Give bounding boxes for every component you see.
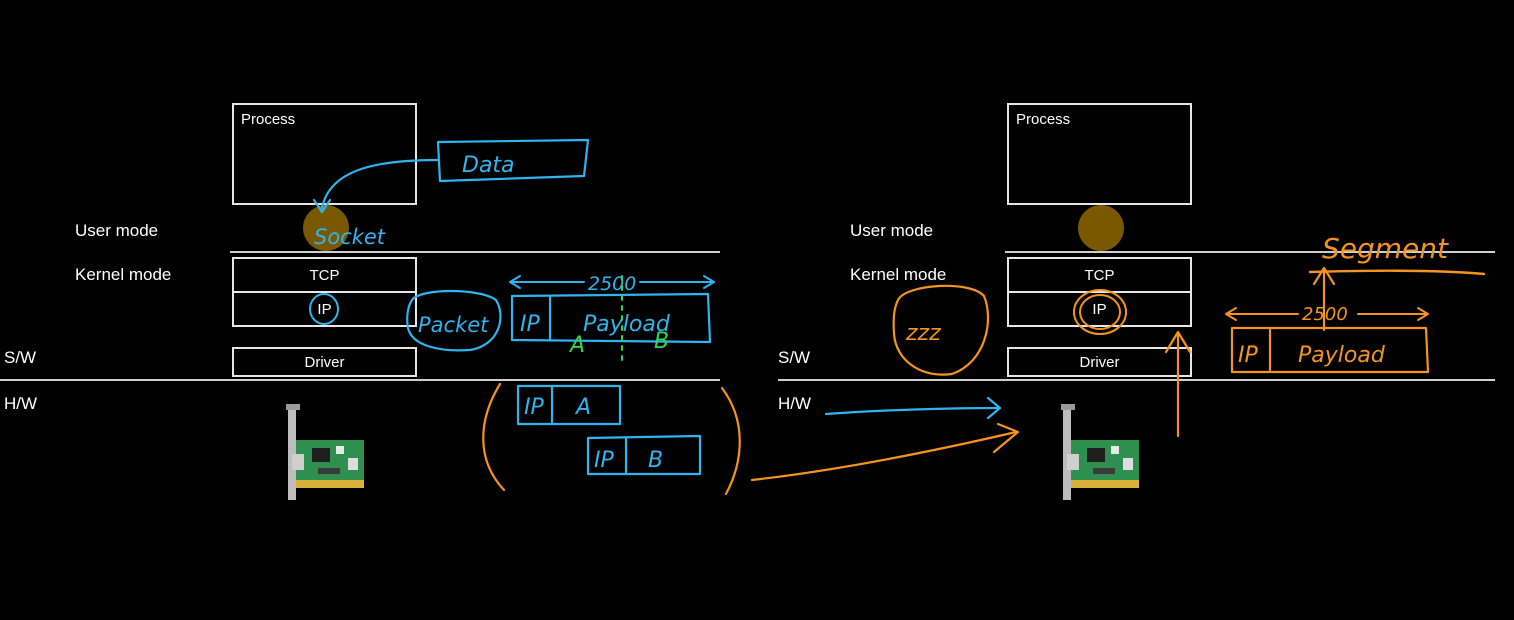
- process-box: Process: [232, 103, 417, 205]
- network-card-icon: [286, 404, 364, 500]
- fragment-b-label: B: [648, 448, 663, 473]
- sw-label-right: S/W: [778, 348, 811, 367]
- socket-dot: [303, 205, 349, 251]
- segment-text: Segment: [1322, 232, 1449, 265]
- tcp-label: TCP: [309, 266, 340, 284]
- sw-label: S/W: [4, 348, 37, 367]
- fragment-b-ip: IP: [594, 448, 614, 473]
- segment-payload-text: Payload: [1298, 343, 1386, 368]
- sleep-bubble: [892, 284, 990, 376]
- packet-text: Packet: [418, 313, 489, 337]
- segment-ip-text: IP: [1238, 343, 1258, 368]
- ip-circle-right-inner: [1079, 294, 1121, 330]
- ip-label-right: IP: [1092, 300, 1107, 318]
- fragment-a-label: A: [574, 395, 591, 420]
- size-text-right: 2500: [1302, 304, 1348, 325]
- data-text: Data: [462, 153, 515, 178]
- user-kernel-divider: [230, 251, 720, 253]
- kernel-mode-label-right: Kernel mode: [850, 265, 947, 284]
- ip-circle-right-outer: [1073, 289, 1127, 335]
- packet-ip-text: IP: [520, 312, 540, 337]
- packet-box: [510, 292, 712, 344]
- ip-box: IP: [232, 291, 417, 327]
- hw-arrow: [824, 406, 1000, 416]
- user-kernel-divider-right: [1005, 251, 1495, 253]
- driver-box-right: Driver: [1007, 347, 1192, 377]
- socket-dot-right: [1078, 205, 1124, 251]
- user-mode-label: User mode: [75, 221, 159, 240]
- socket-text: Socket: [314, 225, 386, 249]
- size-arrow-right: [1225, 307, 1429, 321]
- sleep-text: zzz: [905, 321, 941, 346]
- driver-label: Driver: [304, 353, 345, 371]
- hw-label-right: H/W: [778, 394, 812, 413]
- fragment-b-box: [586, 434, 702, 476]
- driver-box: Driver: [232, 347, 417, 377]
- driver-label-right: Driver: [1079, 353, 1120, 371]
- ip-box-right: IP: [1007, 291, 1192, 327]
- size-arrow-left: [509, 275, 715, 289]
- sw-hw-divider-right: [778, 379, 1495, 381]
- fragment-a-box: [516, 384, 622, 426]
- hw-label: H/W: [4, 394, 38, 413]
- left-paren: [482, 382, 506, 492]
- size-text-left: 2500: [588, 273, 636, 295]
- ip-circle: [309, 293, 339, 325]
- split-a-text: A: [568, 333, 585, 358]
- tcp-label-right: TCP: [1084, 266, 1115, 284]
- user-mode-label-right: User mode: [850, 221, 934, 240]
- ip-label: IP: [317, 300, 332, 318]
- packet-bubble: [406, 289, 502, 352]
- fragment-a-ip: IP: [524, 395, 544, 420]
- process-label: Process: [241, 111, 296, 128]
- segment-box: [1230, 326, 1430, 374]
- data-annotation: [312, 138, 590, 214]
- transfer-arrow: [750, 430, 1018, 482]
- packet-payload-text: Payload: [583, 312, 671, 337]
- segment-underline: [1308, 269, 1486, 276]
- kernel-mode-label: Kernel mode: [75, 265, 172, 284]
- network-card-icon-right: [1061, 404, 1139, 500]
- process-label-right: Process: [1016, 111, 1071, 128]
- sw-hw-divider: [0, 379, 720, 381]
- process-box-right: Process: [1007, 103, 1192, 205]
- right-paren: [720, 386, 741, 496]
- split-b-text: B: [654, 329, 669, 354]
